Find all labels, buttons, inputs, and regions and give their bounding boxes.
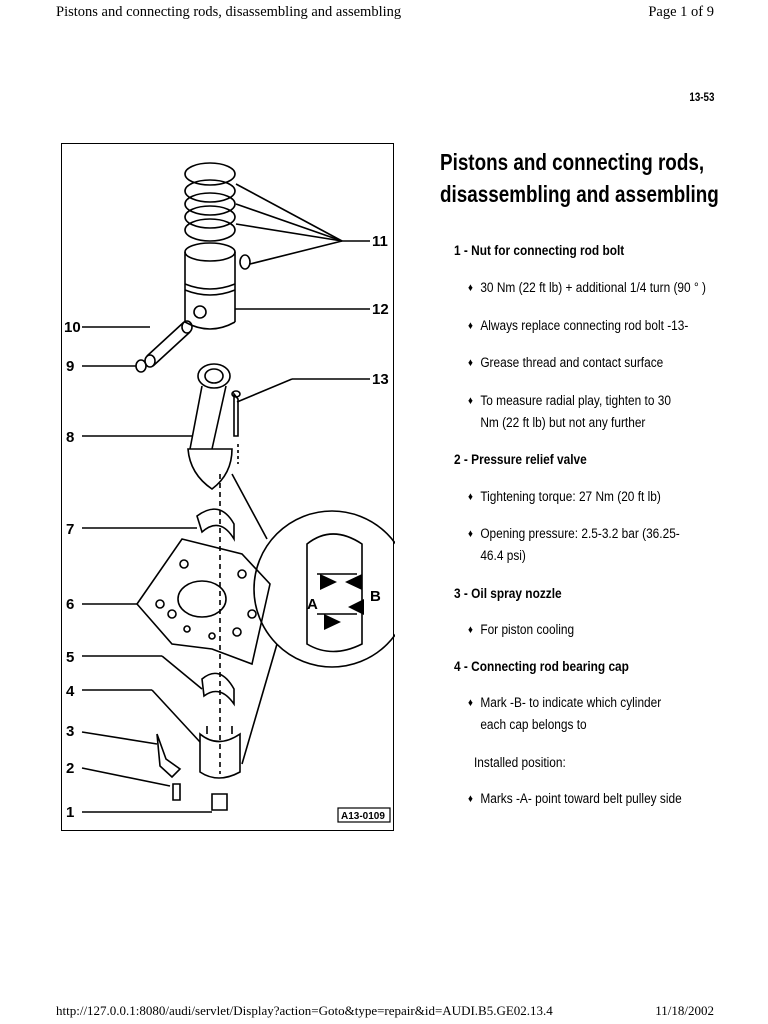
item-1-bullet-4: ♦To measure radial play, tighten to 30 N… — [468, 390, 688, 434]
callout-9: 9 — [66, 358, 74, 375]
detail-label-b: B — [370, 588, 381, 605]
pressure-relief-valve — [172, 783, 181, 801]
callout-13: 13 — [372, 371, 389, 388]
footer-date: 11/18/2002 — [655, 1003, 714, 1018]
item-4-bullet-2: ♦Marks -A- point toward belt pulley side — [468, 788, 732, 810]
crankcase-plate — [135, 538, 271, 666]
piston-ring-1 — [184, 162, 236, 186]
diamond-bullet-icon: ♦ — [468, 320, 473, 332]
item-1-bullet-3: ♦Grease thread and contact surface — [468, 352, 732, 374]
diamond-bullet-icon: ♦ — [468, 528, 473, 540]
item-heading-4: 4 - Connecting rod bearing cap — [454, 659, 629, 674]
item-heading-2: 2 - Pressure relief valve — [454, 452, 587, 467]
piston-pin — [146, 321, 191, 367]
item-2-bullet-2: ♦Opening pressure: 2.5-3.2 bar (36.25-46… — [468, 523, 701, 567]
header-title: Pistons and connecting rods, disassembli… — [56, 4, 402, 20]
callout-11: 11 — [372, 233, 388, 250]
page-title-line-1: Pistons and connecting rods, — [440, 149, 705, 175]
piston-ring-2 — [184, 179, 236, 203]
oil-spray-nozzle — [156, 733, 182, 779]
piston — [184, 242, 236, 262]
callout-2: 2 — [66, 760, 74, 777]
document-number: 13-53 — [688, 92, 714, 104]
connecting-rod-shank — [189, 385, 227, 450]
diamond-bullet-icon: ♦ — [468, 624, 473, 636]
item-heading-1: 1 - Nut for connecting rod bolt — [454, 243, 625, 258]
item-1-bullet-2: ♦Always replace connecting rod bolt -13- — [468, 315, 732, 337]
detail-label-a: A — [307, 596, 318, 613]
callout-10: 10 — [64, 319, 81, 336]
instructions-panel: Pistons and connecting rods, disassembli… — [440, 146, 740, 210]
rod-bolt — [233, 391, 239, 437]
page-indicator: Page 1 of 9 — [648, 4, 714, 20]
diamond-bullet-icon: ♦ — [468, 491, 473, 503]
item-1-bullet-1: ♦30 Nm (22 ft lb) + additional 1/4 turn … — [468, 277, 732, 299]
installed-position-note: Installed position: — [474, 755, 566, 770]
diamond-bullet-icon: ♦ — [468, 357, 473, 369]
callout-5: 5 — [66, 649, 74, 666]
callout-12: 12 — [372, 301, 389, 318]
footer-url: http://127.0.0.1:8080/audi/servlet/Displ… — [56, 1003, 553, 1018]
callout-3: 3 — [66, 723, 74, 740]
callout-6: 6 — [66, 596, 74, 613]
callout-4: 4 — [66, 683, 75, 700]
item-4-bullet-1: ♦Mark -B- to indicate which cylinder eac… — [468, 692, 688, 736]
rod-nut — [211, 793, 228, 811]
page-title: Pistons and connecting rods, disassembli… — [440, 146, 735, 210]
callout-1: 1 — [66, 804, 74, 821]
lower-bearing-shell — [201, 672, 235, 707]
diamond-bullet-icon: ♦ — [468, 282, 473, 294]
upper-bearing-shell — [196, 508, 235, 542]
detail-view-circle — [253, 510, 395, 668]
exploded-view-figure: 1 2 3 4 5 6 7 8 9 10 11 12 13 A B A13-01… — [61, 143, 395, 831]
piston-rod-diagram: 1 2 3 4 5 6 7 8 9 10 11 12 13 A B A13-01… — [64, 162, 395, 823]
figure-id: A13-0109 — [341, 811, 385, 822]
connecting-rod-big-end — [187, 448, 233, 490]
bearing-cap — [199, 732, 241, 779]
connecting-rod-small-end — [197, 363, 231, 389]
item-3-bullet-1: ♦For piston cooling — [468, 619, 732, 641]
diamond-bullet-icon: ♦ — [468, 697, 473, 709]
diamond-bullet-icon: ♦ — [468, 793, 473, 805]
figure-id-box — [337, 807, 391, 823]
diamond-bullet-icon: ♦ — [468, 395, 473, 407]
callout-8: 8 — [66, 429, 74, 446]
item-heading-3: 3 - Oil spray nozzle — [454, 586, 562, 601]
callout-7: 7 — [66, 521, 74, 538]
page-title-line-2: disassembling and assembling — [440, 181, 719, 207]
piston-ring-3 — [184, 205, 236, 229]
item-2-bullet-1: ♦Tightening torque: 27 Nm (20 ft lb) — [468, 486, 732, 508]
circlip — [239, 254, 251, 270]
